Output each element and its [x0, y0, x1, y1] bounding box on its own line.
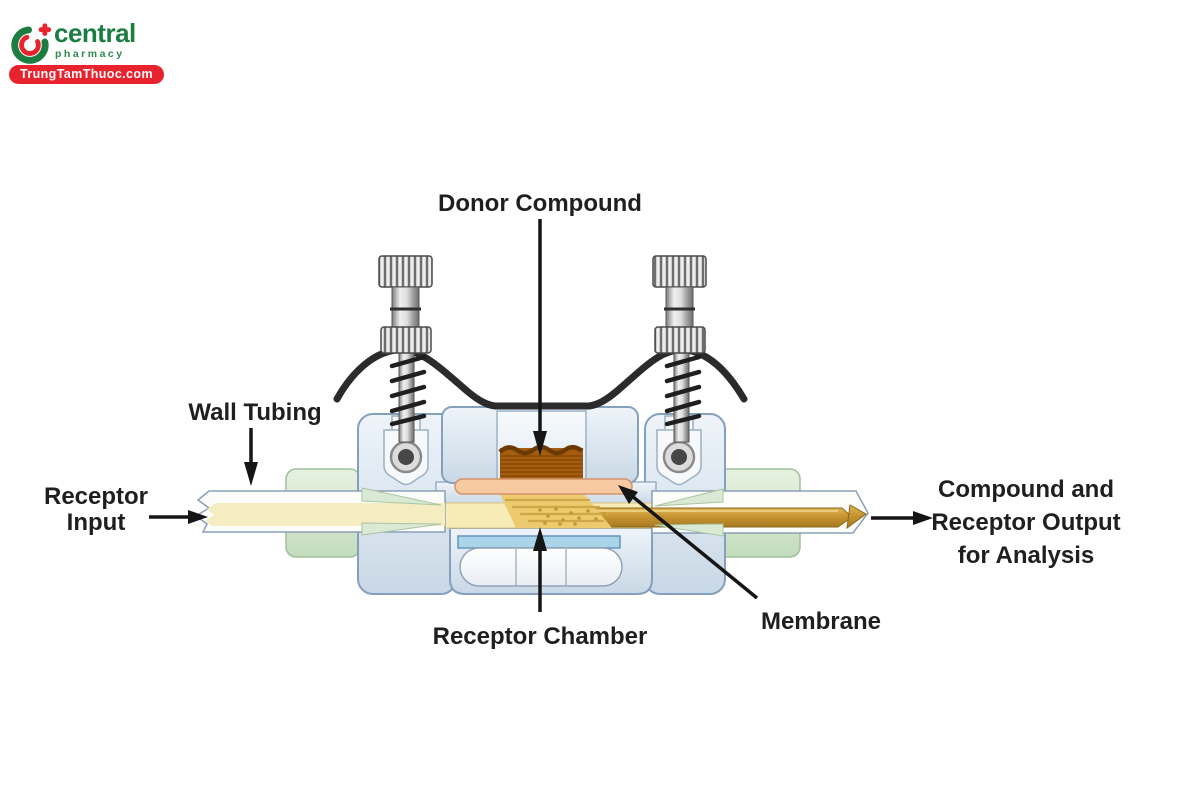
logo-text: central pharmacy: [54, 20, 136, 60]
right-spring-coil-icon: [664, 354, 702, 427]
left-fitting-nut: [380, 326, 432, 354]
compound-particles: [538, 507, 606, 526]
output-arrowhead-icon: [913, 511, 933, 525]
donor-compound-arrowhead-icon: [533, 431, 547, 456]
logo-brand: central: [54, 18, 136, 48]
label-receptor-input-line1: Receptor: [44, 483, 148, 510]
streak-lines: [505, 498, 608, 523]
clamp-bushings: [383, 415, 702, 486]
wall-tubing-arrowhead-icon: [244, 462, 258, 486]
callout-arrows: [149, 219, 933, 612]
membrane-arrowhead-icon: [618, 485, 638, 504]
logo-badge: TrungTamThuoc.com: [9, 65, 164, 84]
label-wall-tubing: Wall Tubing: [188, 399, 321, 426]
streak-plume: [500, 494, 612, 528]
logo-subtitle: pharmacy: [55, 48, 125, 60]
left-fitting-cap: [378, 255, 433, 288]
right-fitting-cap: [652, 255, 707, 288]
central-pharmacy-logo: central pharmacy: [10, 20, 136, 64]
receptor-input-fluid: [205, 503, 445, 526]
output-fluid-tip: [846, 504, 867, 530]
compound-stripes: [500, 455, 583, 481]
left-fitting-assembly: [378, 255, 433, 443]
membrane-arrow: [630, 494, 759, 600]
left-funnel-top: [361, 487, 442, 506]
diagram-labels: Donor Compound Wall Tubing Receptor Inpu…: [44, 190, 1121, 650]
central-pharmacy-logo-icon: [11, 23, 52, 64]
label-membrane: Membrane: [761, 608, 881, 635]
right-clamp-hole: [671, 449, 687, 465]
label-output-line1: Compound and: [938, 476, 1114, 503]
logo-red-c: [19, 34, 41, 56]
label-receptor-input-line2: Input: [67, 509, 126, 536]
left-spring-coil-icon: [389, 354, 427, 427]
receptor-input-arrowhead-icon: [188, 510, 208, 524]
pill-dividers: [515, 549, 567, 585]
diffusion-streaks: [500, 494, 612, 528]
right-fitting-assembly: [652, 255, 707, 443]
label-receptor-chamber: Receptor Chamber: [433, 623, 648, 650]
right-funnel-top: [654, 488, 724, 507]
receptor-chamber-arrowhead-icon: [533, 527, 547, 551]
label-donor-compound: Donor Compound: [438, 190, 642, 217]
donor-compound-body: [500, 448, 583, 482]
label-output-line3: for Analysis: [958, 542, 1095, 569]
label-output-line2: Receptor Output: [931, 509, 1120, 536]
membrane-strip: [454, 478, 633, 495]
flow-path: [194, 487, 869, 537]
right-fitting-nut: [654, 326, 706, 354]
logo-green-c: [11, 26, 49, 64]
left-funnel-bottom: [361, 522, 442, 536]
logo-plus-icon: [42, 23, 48, 36]
left-clamp-hole: [398, 449, 414, 465]
donor-compound-fill: [498, 444, 584, 482]
